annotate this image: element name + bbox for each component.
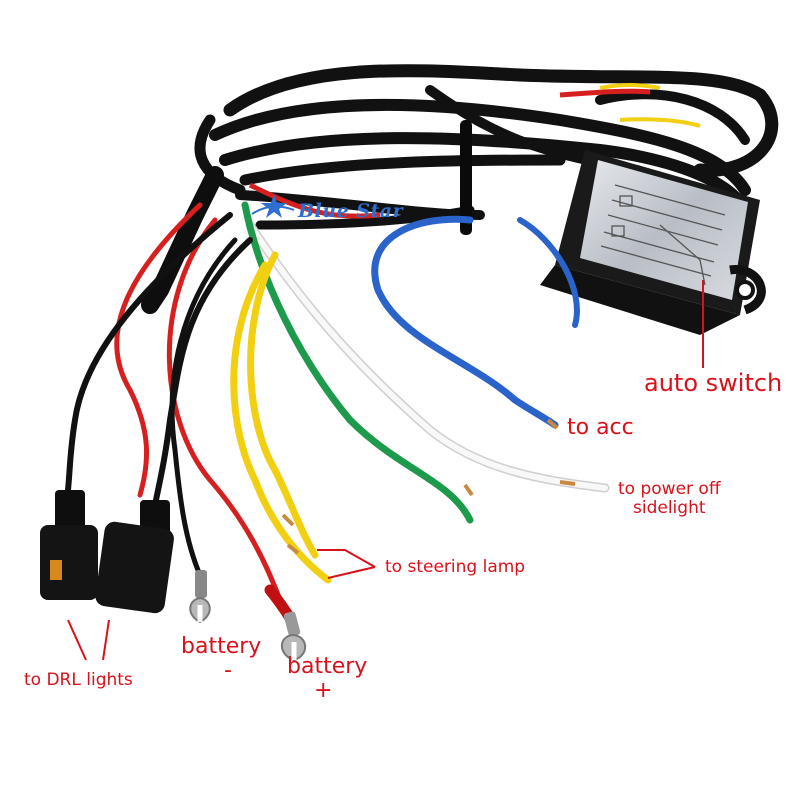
label-battery-minus-sign: - bbox=[224, 658, 232, 683]
label-to-steering-lamp: to steering lamp bbox=[385, 557, 526, 577]
battery-minus-terminal bbox=[189, 570, 211, 624]
drl-connector-right bbox=[95, 500, 174, 614]
label-battery-minus: battery bbox=[181, 634, 262, 659]
label-to-drl-lights: to DRL lights bbox=[24, 670, 133, 690]
auto-switch-box bbox=[540, 150, 766, 335]
star-swoosh-icon bbox=[251, 194, 295, 218]
annotation-pointers bbox=[67, 280, 704, 661]
label-battery-plus-sign: + bbox=[314, 678, 333, 703]
label-auto-switch: auto switch bbox=[644, 369, 783, 397]
red-wire-battery-plus bbox=[166, 217, 283, 603]
label-to-acc: to acc bbox=[567, 415, 634, 440]
black-wire-battery-minus bbox=[169, 237, 238, 578]
label-to-power-off: to power off bbox=[618, 479, 721, 499]
blue-wire bbox=[371, 215, 559, 429]
cable-tie bbox=[460, 120, 472, 235]
fuse-holder bbox=[141, 166, 224, 314]
battery-plus-terminal bbox=[280, 611, 307, 662]
black-cable-bundle bbox=[194, 64, 779, 254]
yellow-wire-1 bbox=[247, 251, 319, 559]
label-battery-plus: battery bbox=[287, 654, 368, 679]
label-sidelight: sidelight bbox=[633, 498, 706, 518]
drl-connector-left bbox=[40, 490, 98, 600]
brand-name: Blue Star bbox=[298, 200, 404, 222]
